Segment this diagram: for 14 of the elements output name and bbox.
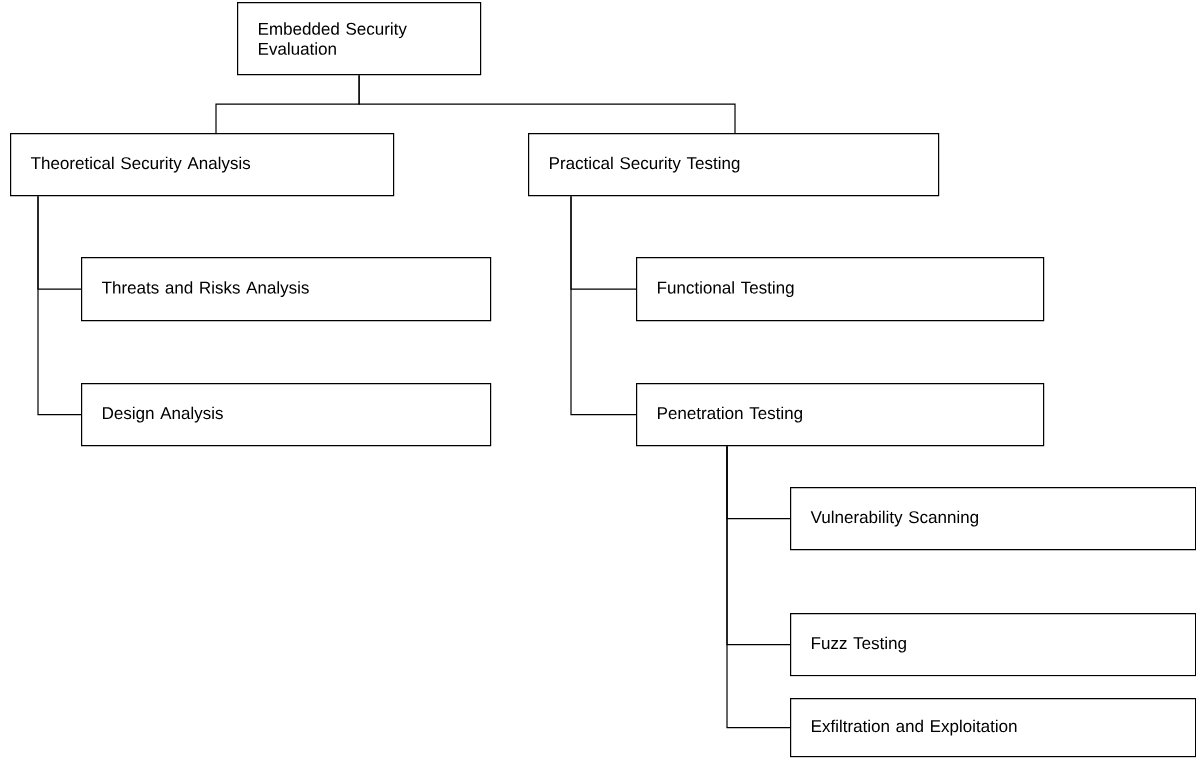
process-box: Fuzz Testing — [790, 613, 1196, 677]
process-box: Exfiltration and Exploitation — [790, 698, 1196, 758]
connector-line — [726, 445, 791, 729]
connector-line — [37, 195, 82, 416]
process-box: Vulnerability Scanning — [790, 487, 1196, 551]
process-box: Penetration Testing — [636, 383, 1045, 447]
process-box: Practical Security Testing — [528, 133, 940, 197]
process-box: Functional Testing — [636, 257, 1045, 322]
process-box: Design Analysis — [81, 383, 492, 447]
process-box: Theoretical Security Analysis — [10, 133, 395, 197]
process-box: Embedded Security Evaluation — [237, 2, 482, 76]
process-box: Threats and Risks Analysis — [81, 257, 492, 322]
connector-line — [358, 74, 736, 134]
connector-line — [570, 195, 637, 416]
